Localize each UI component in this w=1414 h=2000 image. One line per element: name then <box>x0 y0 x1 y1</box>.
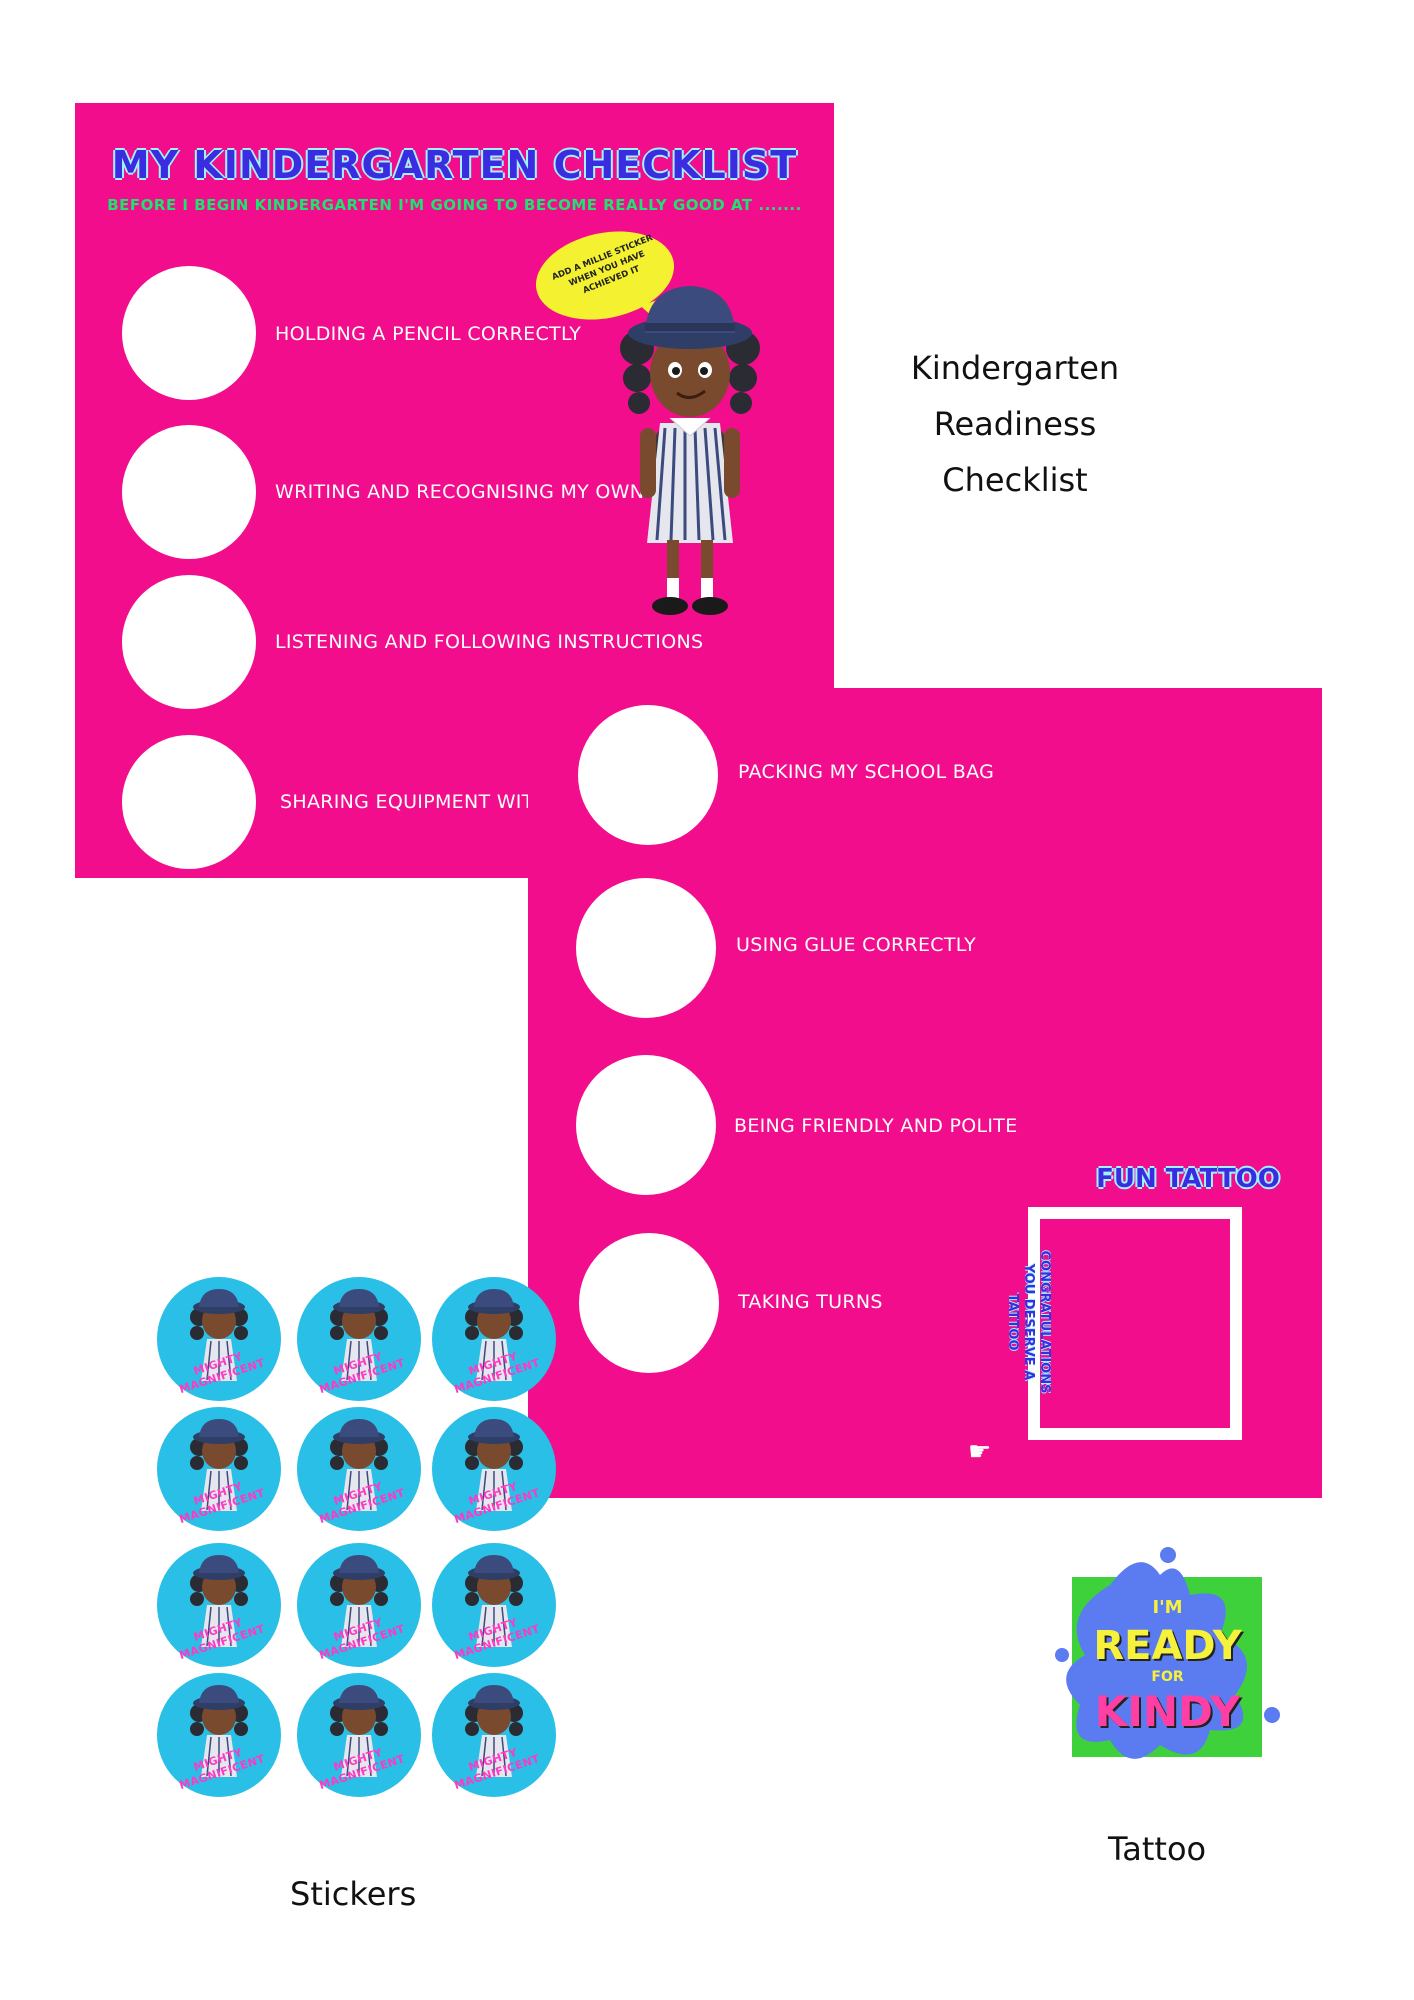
pointing-hand-icon: ☛ <box>968 1436 992 1466</box>
sticker-spot[interactable] <box>122 425 256 559</box>
sticker[interactable]: MIGHTY MAGNIFICENT <box>157 1277 281 1401</box>
logo-line-4: KINDY <box>1094 1687 1241 1736</box>
checklist-page-1: MY KINDERGARTEN CHECKLIST BEFORE I BEGIN… <box>75 103 834 878</box>
tattoo-box[interactable] <box>1028 1207 1242 1440</box>
sticker-spot[interactable] <box>122 575 256 709</box>
girl-character-mini-illustration <box>190 1555 248 1647</box>
girl-character-illustration <box>620 286 760 615</box>
girl-character-mini-illustration <box>190 1289 248 1381</box>
sticker-spot[interactable] <box>122 735 256 869</box>
sticker[interactable]: MIGHTY MAGNIFICENT <box>157 1673 281 1797</box>
girl-character-mini-illustration <box>330 1555 388 1647</box>
checklist-title: MY KINDERGARTEN CHECKLIST <box>111 143 798 187</box>
sticker-spot[interactable] <box>576 878 716 1018</box>
checklist-item: USING GLUE CORRECTLY <box>736 934 977 956</box>
sticker[interactable]: MIGHTY MAGNIFICENT <box>157 1407 281 1531</box>
girl-character-mini-illustration <box>465 1289 523 1381</box>
girl-character-mini-illustration <box>465 1555 523 1647</box>
girl-character-mini-illustration <box>330 1685 388 1777</box>
congratulations-text: CONGRATULATIONS YOU DESERVE A TATTOO <box>1005 1250 1052 1394</box>
tattoo-label: FUN TATTOO <box>1096 1164 1280 1194</box>
checklist-item: LISTENING AND FOLLOWING INSTRUCTIONS <box>275 631 704 653</box>
logo-line-2: READY <box>1093 1623 1242 1669</box>
checklist-item: PACKING MY SCHOOL BAG <box>738 761 995 783</box>
sticker[interactable]: MIGHTY MAGNIFICENT <box>432 1277 556 1401</box>
checklist-page-2: PACKING MY SCHOOL BAG USING GLUE CORRECT… <box>528 688 1322 1498</box>
logo-line-1: I'M <box>1152 1597 1183 1618</box>
sticker[interactable]: MIGHTY MAGNIFICENT <box>432 1673 556 1797</box>
sticker-spot[interactable] <box>576 1055 716 1195</box>
sticker[interactable]: MIGHTY MAGNIFICENT <box>297 1407 421 1531</box>
girl-character-mini-illustration <box>330 1289 388 1381</box>
checklist-caption: Kindergarten Readiness Checklist <box>910 349 1120 499</box>
girl-character-mini-illustration <box>190 1419 248 1511</box>
girl-character-mini-illustration <box>190 1685 248 1777</box>
logo-line-3: FOR <box>1151 1669 1184 1685</box>
tattoo-caption: Tattoo <box>1108 1830 1207 1868</box>
stickers-caption: Stickers <box>290 1875 417 1913</box>
checklist-item: WRITING AND RECOGNISING MY OWN NAME <box>275 481 708 503</box>
girl-character-mini-illustration <box>330 1419 388 1511</box>
sticker[interactable]: MIGHTY MAGNIFICENT <box>157 1543 281 1667</box>
checklist-item: TAKING TURNS <box>738 1291 883 1313</box>
checklist-subtitle: BEFORE I BEGIN KINDERGARTEN I'M GOING TO… <box>107 196 802 214</box>
checklist-item: HOLDING A PENCIL CORRECTLY <box>275 323 582 345</box>
sticker-spot[interactable] <box>579 1233 719 1373</box>
sticker-spot[interactable] <box>578 705 718 845</box>
sticker[interactable]: MIGHTY MAGNIFICENT <box>297 1277 421 1401</box>
sticker[interactable]: MIGHTY MAGNIFICENT <box>432 1407 556 1531</box>
ready-for-kindy-logo: I'M READY FOR KINDY <box>1050 1545 1285 1785</box>
sticker-spot[interactable] <box>122 266 256 400</box>
sticker[interactable]: MIGHTY MAGNIFICENT <box>432 1543 556 1667</box>
sticker[interactable]: MIGHTY MAGNIFICENT <box>297 1543 421 1667</box>
girl-character-mini-illustration <box>465 1685 523 1777</box>
checklist-item: BEING FRIENDLY AND POLITE <box>734 1115 1018 1137</box>
girl-character-mini-illustration <box>465 1419 523 1511</box>
sticker[interactable]: MIGHTY MAGNIFICENT <box>297 1673 421 1797</box>
